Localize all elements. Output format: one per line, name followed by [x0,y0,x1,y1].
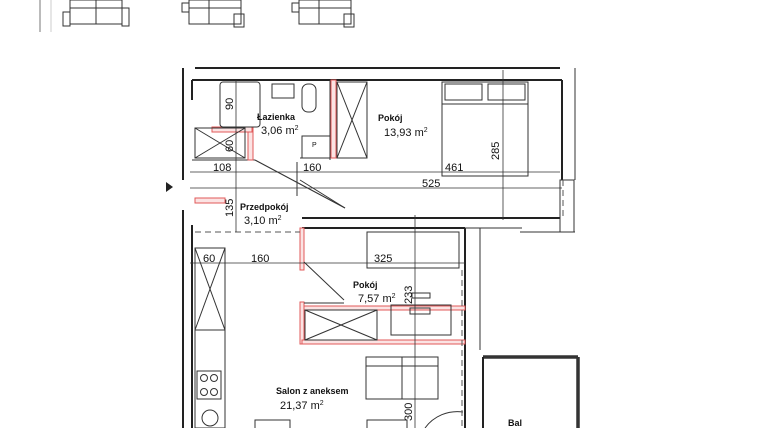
dimension-lines [190,70,562,428]
dim-233: 233 [403,286,415,304]
dim-60: 60 [224,140,236,152]
washbasin [271,83,295,99]
room-area-small-room: 7,57 m2 [358,293,396,305]
room-name-hall: Przedpokój [240,202,289,212]
kitchen-counter [194,247,226,428]
dim-90: 90 [224,98,236,110]
pipe-label: P [312,142,317,149]
dim-300: 300 [403,403,415,421]
table [254,419,291,428]
room-name-small-room: Pokój [353,280,378,290]
dim-60-kitchen: 60 [203,253,215,265]
dim-525: 525 [422,178,440,190]
bed [441,81,529,177]
dim-160-hall: 160 [251,253,269,265]
dim-108: 108 [213,162,231,174]
room-name-living: Salon z aneksem [276,386,349,396]
dim-160: 160 [303,162,321,174]
wardrobe [336,81,368,159]
room-name-balcony: Bal [508,418,522,428]
dim-135: 135 [224,199,236,217]
door-small-room[interactable] [303,261,345,304]
room-area-bedroom: 13,93 m2 [384,127,428,139]
tv-stand [366,419,408,428]
door-balcony[interactable] [424,411,464,428]
room-area-bathroom: 3,06 m2 [261,125,299,137]
room-area-living: 21,37 m2 [280,400,324,412]
bathtub [219,81,261,128]
floor-thumbnail[interactable] [62,0,130,27]
dim-461: 461 [445,162,463,174]
walls [182,67,576,428]
balcony [482,355,580,428]
room-name-bathroom: Łazienka [257,112,296,122]
dim-325: 325 [374,253,392,265]
door-bedroom[interactable] [296,162,346,209]
pipe-shaft [301,135,331,159]
door-bathroom[interactable] [254,159,346,209]
entrance-arrow-icon [166,182,173,192]
shower [194,127,246,159]
floor-thumbnail[interactable] [291,0,355,28]
sofa [365,356,439,400]
toilet [301,83,317,113]
small-room-bed [366,231,460,269]
dim-285: 285 [490,142,502,160]
desk [390,292,452,336]
new-walls [194,79,466,345]
small-room-wardrobe [304,309,378,341]
room-name-bedroom: Pokój [378,113,403,123]
room-area-hall: 3,10 m2 [244,215,282,227]
floor-thumbnail[interactable] [181,0,245,28]
